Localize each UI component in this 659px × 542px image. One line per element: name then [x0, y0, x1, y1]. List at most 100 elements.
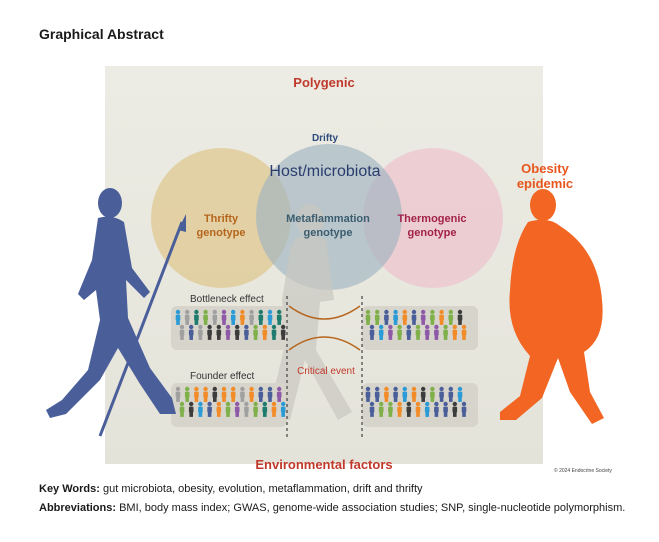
person-icon [461, 401, 467, 417]
person-icon [452, 401, 458, 417]
abbreviations-line: Abbreviations: BMI, body mass index; GWA… [39, 502, 625, 514]
thermogenic-line1: Thermogenic [397, 213, 467, 225]
metaflammation-genotype-label: Metaflammation genotype [268, 212, 388, 240]
person-icon [225, 401, 231, 417]
person-icon [194, 309, 199, 325]
person-icon [179, 324, 185, 340]
person-icon [388, 324, 393, 340]
obesity-epidemic-label: Obesity epidemic [500, 161, 590, 191]
person-icon [393, 309, 398, 325]
person-icon [388, 401, 393, 417]
person-icon [198, 401, 203, 417]
person-icon [430, 386, 435, 402]
person-icon [179, 401, 185, 417]
person-icon [271, 324, 277, 340]
person-icon [240, 309, 245, 325]
bottleneck-arc-top [288, 305, 361, 320]
keywords-line: Key Words: gut microbiota, obesity, evol… [39, 483, 423, 495]
founder-effect-label: Founder effect [190, 371, 255, 382]
person-icon [452, 324, 458, 340]
person-icon [397, 401, 402, 417]
person-icon [411, 386, 417, 402]
person-icon [448, 309, 454, 325]
host-microbiota-label: Host/microbiota [269, 163, 381, 180]
person-icon [406, 401, 412, 417]
person-icon [267, 386, 273, 402]
person-icon [402, 386, 408, 402]
keywords-label: Key Words: [39, 483, 100, 495]
person-icon [378, 401, 384, 417]
person-icon [184, 386, 190, 402]
person-icon [253, 401, 258, 417]
obesity-line1: Obesity [521, 161, 569, 176]
person-icon [230, 386, 236, 402]
critical-event-label: Critical event [297, 366, 355, 377]
abbreviations-text: BMI, body mass index; GWAS, genome-wide … [119, 502, 626, 514]
metaflammation-line1: Metaflammation [286, 213, 370, 225]
person-icon [374, 386, 380, 402]
person-icon [212, 309, 218, 325]
person-icon [424, 324, 430, 340]
person-icon [188, 324, 194, 340]
person-icon [369, 324, 375, 340]
person-icon [198, 324, 203, 340]
person-icon [249, 309, 254, 325]
person-icon [203, 386, 208, 402]
polygenic-label: Polygenic [293, 75, 355, 90]
environmental-factors-label: Environmental factors [255, 457, 393, 472]
person-icon [280, 401, 286, 417]
person-icon [225, 324, 231, 340]
person-icon [207, 401, 212, 417]
modern-obese-figure [500, 189, 604, 424]
person-icon [203, 309, 208, 325]
person-icon [415, 401, 421, 417]
person-icon [276, 386, 282, 402]
obesity-line2: epidemic [516, 176, 574, 191]
person-icon [262, 324, 268, 340]
thermogenic-genotype-label: Thermogenic genotype [382, 212, 482, 240]
person-icon [207, 324, 212, 340]
person-icon [240, 386, 245, 402]
person-icon [365, 386, 371, 402]
person-icon [216, 324, 222, 340]
person-icon [244, 401, 249, 417]
person-icon [430, 309, 435, 325]
person-icon [188, 401, 194, 417]
person-icon [369, 401, 375, 417]
person-icon [439, 309, 444, 325]
person-icon [443, 324, 448, 340]
person-icon [424, 401, 430, 417]
person-icon [258, 309, 264, 325]
person-icon [457, 386, 463, 402]
person-icon [461, 324, 467, 340]
bottleneck-arc-bottom [288, 336, 361, 351]
person-icon [397, 324, 402, 340]
person-icon [384, 309, 389, 325]
spear-tip [178, 214, 186, 232]
thrifty-line1: Thrifty [203, 213, 239, 225]
abbreviations-label: Abbreviations: [39, 502, 117, 514]
person-icon [411, 309, 417, 325]
person-icon [378, 324, 384, 340]
person-icon [439, 386, 444, 402]
person-icon [262, 401, 268, 417]
person-icon [365, 309, 371, 325]
person-icon [374, 309, 380, 325]
person-icon [434, 401, 439, 417]
graphical-abstract-title: Graphical Abstract [39, 26, 164, 42]
person-icon [406, 324, 412, 340]
person-icon [457, 309, 463, 325]
person-icon [184, 309, 190, 325]
person-icon [244, 324, 249, 340]
spear [98, 221, 184, 437]
person-icon [420, 386, 426, 402]
person-icon [230, 309, 236, 325]
person-icon [271, 401, 277, 417]
bottleneck-effect-label: Bottleneck effect [190, 294, 264, 305]
person-icon [402, 309, 408, 325]
thrifty-line2: genotype [196, 227, 246, 239]
person-icon [267, 309, 273, 325]
person-icon [212, 386, 218, 402]
